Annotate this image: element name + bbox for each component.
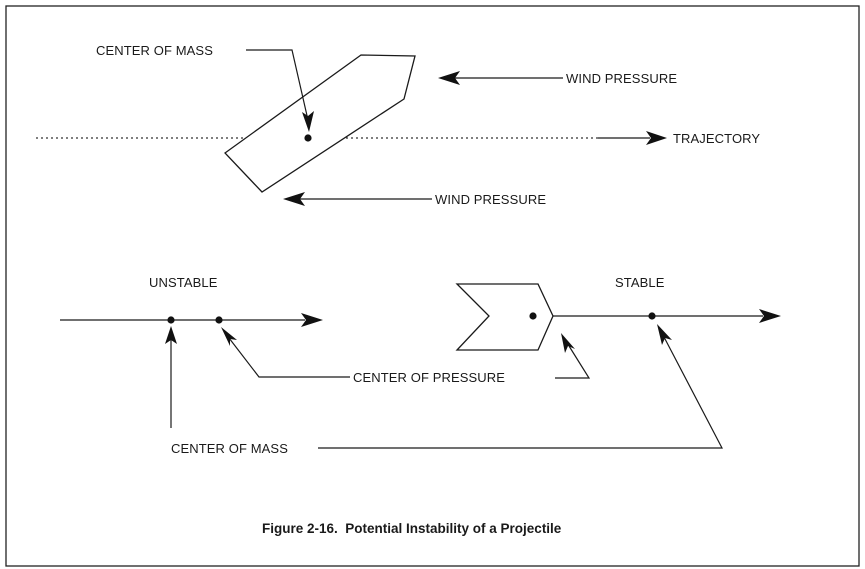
center-of-mass-top-label: CENTER OF MASS [96, 43, 213, 58]
trajectory-arrowhead [646, 131, 667, 145]
stable-center-of-mass-dot [648, 312, 656, 320]
unstable-arrowhead [301, 313, 323, 327]
unstable-center-of-pressure-dot [215, 316, 223, 324]
stable-com-arrowhead [657, 324, 672, 345]
tilted-projectile [224, 54, 416, 193]
center-of-mass-leader [246, 49, 309, 121]
stable-arrowhead [759, 309, 781, 323]
stable-com-leader [318, 336, 723, 449]
figure-caption: Figure 2-16. Potential Instability of a … [262, 521, 562, 536]
center-of-mass-bottom-label: CENTER OF MASS [171, 441, 288, 456]
stable-fletching [455, 283, 554, 351]
unstable-center-of-mass-dot [167, 316, 175, 324]
stable-label: STABLE [615, 275, 665, 290]
stable-center-of-pressure-dot [529, 312, 537, 320]
stable-cop-arrowhead [561, 333, 575, 353]
wind-pressure-top-arrowhead [438, 71, 460, 85]
center-of-mass-arrowhead [302, 111, 314, 132]
unstable-cop-leader [228, 337, 350, 378]
unstable-com-arrowhead [165, 326, 177, 344]
unstable-cop-arrowhead [221, 327, 237, 346]
unstable-label: UNSTABLE [149, 275, 218, 290]
wind-pressure-bottom-arrowhead [283, 192, 305, 206]
stable-cop-leader [555, 345, 591, 379]
projectile-center-of-mass-dot [304, 134, 312, 142]
wind-pressure-top-label: WIND PRESSURE [566, 71, 677, 86]
center-of-pressure-label: CENTER OF PRESSURE [353, 370, 505, 385]
trajectory-label: TRAJECTORY [673, 131, 760, 146]
wind-pressure-bottom-label: WIND PRESSURE [435, 192, 546, 207]
figure-border [5, 5, 860, 567]
